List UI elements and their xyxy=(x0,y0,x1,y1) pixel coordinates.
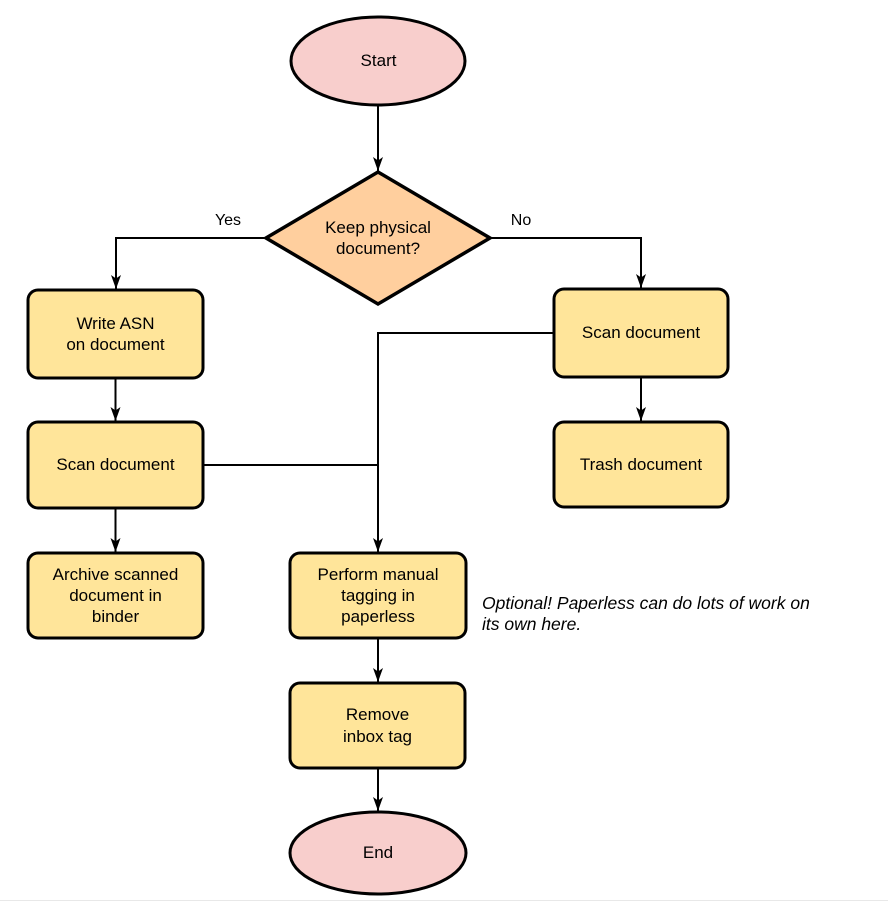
trash-node xyxy=(552,420,730,509)
scan-document-right-node xyxy=(552,287,730,379)
edge-scan-right-to-tagging xyxy=(373,332,554,552)
decision-node xyxy=(262,169,494,307)
edge-decision-yes-to-write-asn xyxy=(111,237,264,289)
end-node xyxy=(288,810,468,896)
start-node xyxy=(289,15,467,107)
remove-inbox-node xyxy=(288,681,467,770)
tagging-node xyxy=(288,551,468,640)
page-bottom-divider xyxy=(0,900,888,901)
edge-decision-no-to-scan-right xyxy=(490,237,646,288)
optional-annotation: Optional! Paperless can do lots of work … xyxy=(482,593,810,634)
scan-document-left-node xyxy=(26,420,205,510)
write-asn-node xyxy=(26,288,205,380)
archive-node xyxy=(26,551,205,640)
